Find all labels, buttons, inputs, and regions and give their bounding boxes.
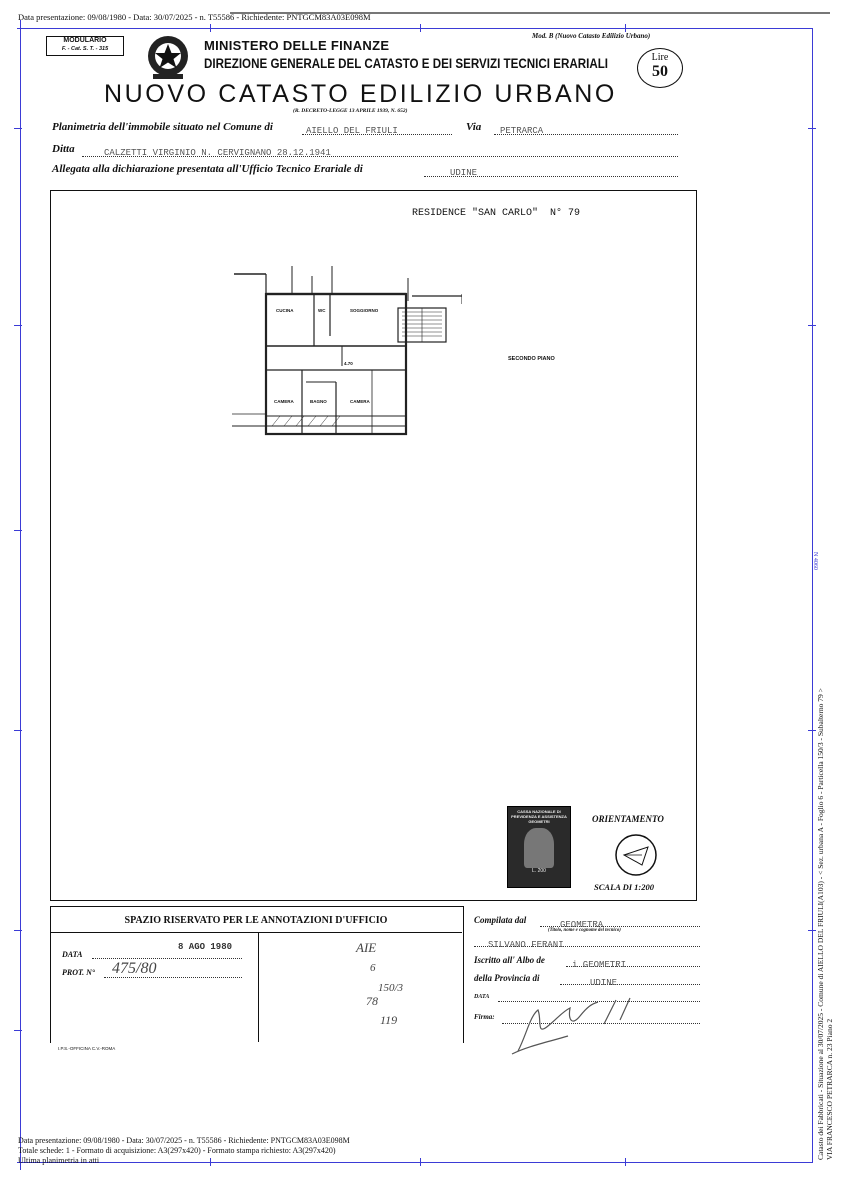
ministero: MINISTERO DELLE FINANZE [204, 38, 390, 53]
via-value: PETRARCA [500, 126, 544, 136]
footer: Data presentazione: 09/08/1980 - Data: 3… [18, 1136, 350, 1166]
signature [508, 996, 648, 1056]
frame-top [17, 28, 812, 29]
italy-emblem-icon [145, 32, 191, 82]
comune-field: AIELLO DEL FRIULI [302, 120, 452, 136]
side-info-text: Catasto dei Fabbricati - Situazione al 3… [816, 640, 834, 1160]
stamp-portrait [524, 828, 554, 868]
ann-data-value: 8 AGO 1980 [178, 942, 233, 952]
decreto: (R. DECRETO-LEGGE 13 APRILE 1939, N. 652… [293, 108, 408, 114]
modulario-line2: F. - Cat. S. T. - 315 [61, 46, 109, 52]
printer-label: I.P.S.-OFFICINA C.V.-ROMA [58, 1046, 116, 1051]
mod-b: Mod. B (Nuovo Catasto Edilizio Urbano) [532, 32, 651, 40]
residence-label: RESIDENCE "SAN CARLO" N° 79 [412, 208, 581, 219]
side-code-bracket [812, 470, 813, 630]
ann-data-label: DATA [62, 950, 83, 959]
ann-data-dotted [92, 958, 242, 959]
allegata-label: Allegata alla dichiarazione presentata a… [52, 163, 363, 175]
compass-icon [614, 833, 658, 877]
side-text-line2: VIA FRANCESCO PETRARCA n. 23 Piano 2 [825, 1018, 834, 1160]
firma-label: Firma: [474, 1013, 495, 1021]
room-dim: 4.70 [344, 361, 353, 366]
via-field: PETRARCA [494, 120, 678, 136]
allegata-value: UDINE [450, 168, 478, 178]
prov-value: UDINE [590, 978, 618, 988]
modulario-line1: MODULARIO [63, 37, 107, 44]
stamp: CASSA NAZIONALE DI PREVIDENZA E ASSISTEN… [507, 806, 571, 888]
ann-note2: 6 [370, 962, 376, 974]
ditta-field: CALZETTI VIRGINIO N. CERVIGNANO 28.12.19… [82, 142, 678, 158]
compilata-data-field [498, 993, 700, 1002]
compilata-name-field: SILVANO FERANI [474, 934, 700, 950]
page-title: NUOVO CATASTO EDILIZIO URBANO [104, 80, 617, 108]
compilata-name: SILVANO FERANI [488, 940, 564, 950]
footer-line1: Data presentazione: 09/08/1980 - Data: 3… [18, 1136, 350, 1145]
annotazioni-box [50, 906, 464, 1043]
room-camera2: CAMERA [350, 399, 370, 404]
via-label: Via [466, 121, 482, 133]
compilata-data-label: DATA [474, 994, 490, 1000]
albo-label: Iscritto all' Albo de [474, 955, 545, 965]
albo-value: i GEOMETRI [572, 960, 627, 970]
prov-label: della Provincia di [474, 973, 540, 983]
ann-note4: 78 [366, 994, 378, 1008]
direzione: DIREZIONE GENERALE DEL CATASTO E DEI SER… [204, 56, 609, 71]
plan-area [50, 190, 697, 901]
annotazioni-vdivider [258, 932, 259, 1042]
floor-plan: CUCINA WC SOGGIORNO 4.70 CAMERA BAGNO CA… [232, 266, 463, 446]
stamp-value: L. 200 [532, 868, 546, 874]
room-wc: WC [318, 308, 326, 313]
ann-prot-dotted [104, 977, 242, 978]
room-soggiorno: SOGGIORNO [350, 308, 379, 313]
stamp-text: CASSA NAZIONALE DI PREVIDENZA E ASSISTEN… [511, 809, 567, 824]
albo-field: i GEOMETRI [566, 954, 700, 970]
room-cucina: CUCINA [276, 308, 294, 313]
frame-left [20, 20, 21, 1170]
ann-note5: 119 [380, 1013, 398, 1027]
lire-value: 50 [652, 63, 668, 80]
modulario-box: MODULARIO F. - Cat. S. T. - 315 [46, 36, 124, 56]
lire-badge: Lire 50 [637, 48, 683, 88]
header-meta: Data presentazione: 09/08/1980 - Data: 3… [18, 12, 371, 22]
ditta-value: CALZETTI VIRGINIO N. CERVIGNANO 28.12.19… [104, 148, 331, 158]
annotazioni-heading: SPAZIO RISERVATO PER LE ANNOTAZIONI D'UF… [124, 915, 388, 926]
allegata-field: UDINE [424, 162, 678, 178]
side-text-line1: Catasto dei Fabbricati - Situazione al 3… [816, 688, 825, 1160]
scala-label: SCALA DI 1:200 [594, 882, 654, 892]
ann-note3: 150/3 [378, 982, 404, 994]
ann-prot-label: PROT. N° [62, 968, 96, 977]
orientamento-label: ORIENTAMENTO [592, 814, 664, 824]
firma-field [502, 1013, 700, 1024]
ann-note1: AIE [356, 940, 377, 955]
planimetria-label: Planimetria dell'immobile situato nel Co… [52, 121, 273, 133]
compilata-sub: (Titolo, nome e cognome del tecnico) [548, 928, 621, 933]
compilata-value: GEOMETRA [560, 920, 604, 930]
ditta-label: Ditta [52, 143, 75, 155]
piano-label: SECONDO PIANO [508, 356, 555, 362]
compilata-field: GEOMETRA [540, 914, 700, 930]
room-camera1: CAMERA [274, 399, 294, 404]
lire-label: Lire [651, 52, 669, 63]
ann-prot-value: 475/80 [112, 960, 157, 977]
frame-bottom [17, 1162, 812, 1163]
scan-edge [230, 12, 830, 14]
prov-field: UDINE [560, 972, 700, 988]
compilata-label: Compilata dal [474, 915, 527, 925]
room-bagno: BAGNO [310, 399, 327, 404]
comune-value: AIELLO DEL FRIULI [306, 126, 398, 136]
footer-line2: Totale schede: 1 - Formato di acquisizio… [18, 1146, 336, 1155]
annotazioni-divider [50, 932, 462, 933]
footer-line3: Ultima planimetria in atti [18, 1156, 100, 1165]
